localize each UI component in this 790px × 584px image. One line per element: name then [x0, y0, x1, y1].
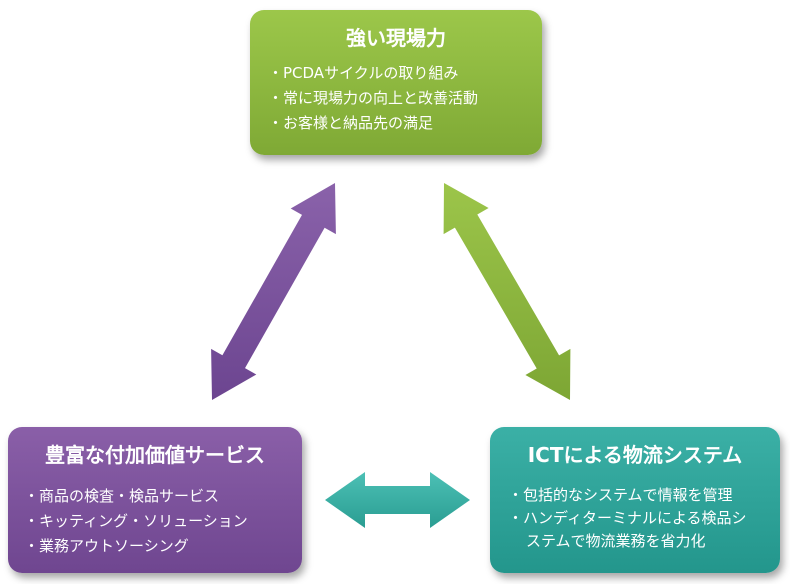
- list-item: ・常に現場力の向上と改善活動: [268, 89, 479, 107]
- value-added-service-box: 豊富な付加価値サービス ・商品の検査・検品サービス ・キッティング・ソリューショ…: [8, 427, 302, 573]
- list-item: ・商品の検査・検品サービス: [24, 487, 220, 505]
- ict-logistics-box: ICTによる物流システム ・包括的なシステムで情報を管理 ・ハンディターミナルに…: [490, 427, 780, 573]
- list-item: ・お客様と納品先の満足: [268, 114, 434, 132]
- strong-field-title: 強い現場力: [346, 26, 446, 50]
- value-added-service-list: ・商品の検査・検品サービス ・キッティング・ソリューション ・業務アウトソーシン…: [18, 484, 292, 559]
- bottom-double-arrow: [325, 472, 470, 528]
- list-item: ・ハンディターミナルによる検品シ: [508, 509, 747, 527]
- ict-logistics-list: ・包括的なシステムで情報を管理 ・ハンディターミナルによる検品シ ステムで物流業…: [498, 484, 772, 553]
- strong-field-box: 強い現場力 ・PCDAサイクルの取り組み ・常に現場力の向上と改善活動 ・お客様…: [250, 10, 542, 155]
- list-item: ・業務アウトソーシング: [24, 537, 189, 555]
- right-double-arrow: [443, 183, 571, 400]
- list-item: ・包括的なシステムで情報を管理: [508, 486, 733, 504]
- value-added-service-title: 豊富な付加価値サービス: [45, 443, 265, 467]
- strong-field-list: ・PCDAサイクルの取り組み ・常に現場力の向上と改善活動 ・お客様と納品先の満…: [264, 61, 528, 136]
- list-item: ・キッティング・ソリューション: [24, 512, 248, 530]
- list-item: ・PCDAサイクルの取り組み: [268, 64, 459, 82]
- list-item: ステムで物流業務を省力化: [526, 532, 706, 550]
- ict-logistics-title: ICTによる物流システム: [527, 443, 743, 467]
- left-double-arrow: [211, 183, 336, 400]
